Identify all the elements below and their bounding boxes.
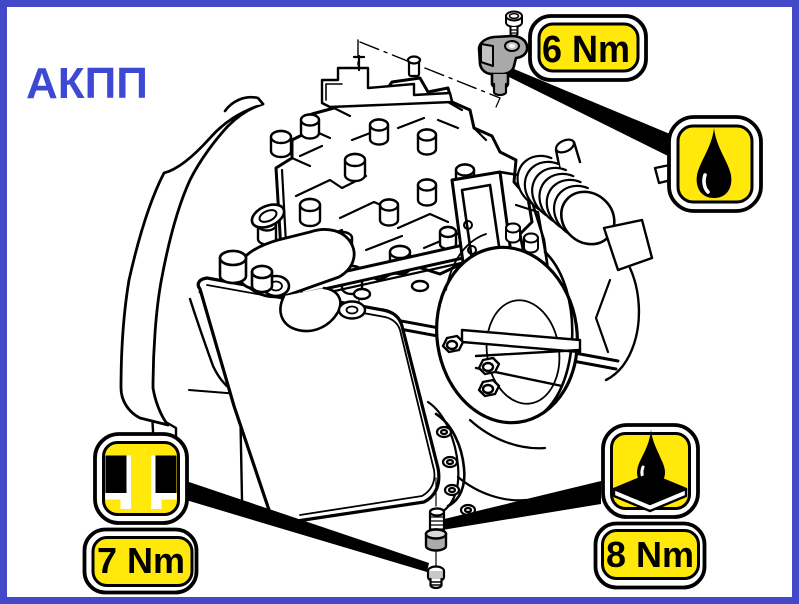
svg-text:АКПП: АКПП bbox=[26, 59, 148, 108]
svg-text:6 Nm: 6 Nm bbox=[542, 29, 630, 71]
svg-text:8 Nm: 8 Nm bbox=[606, 534, 694, 575]
svg-text:7 Nm: 7 Nm bbox=[97, 540, 185, 581]
